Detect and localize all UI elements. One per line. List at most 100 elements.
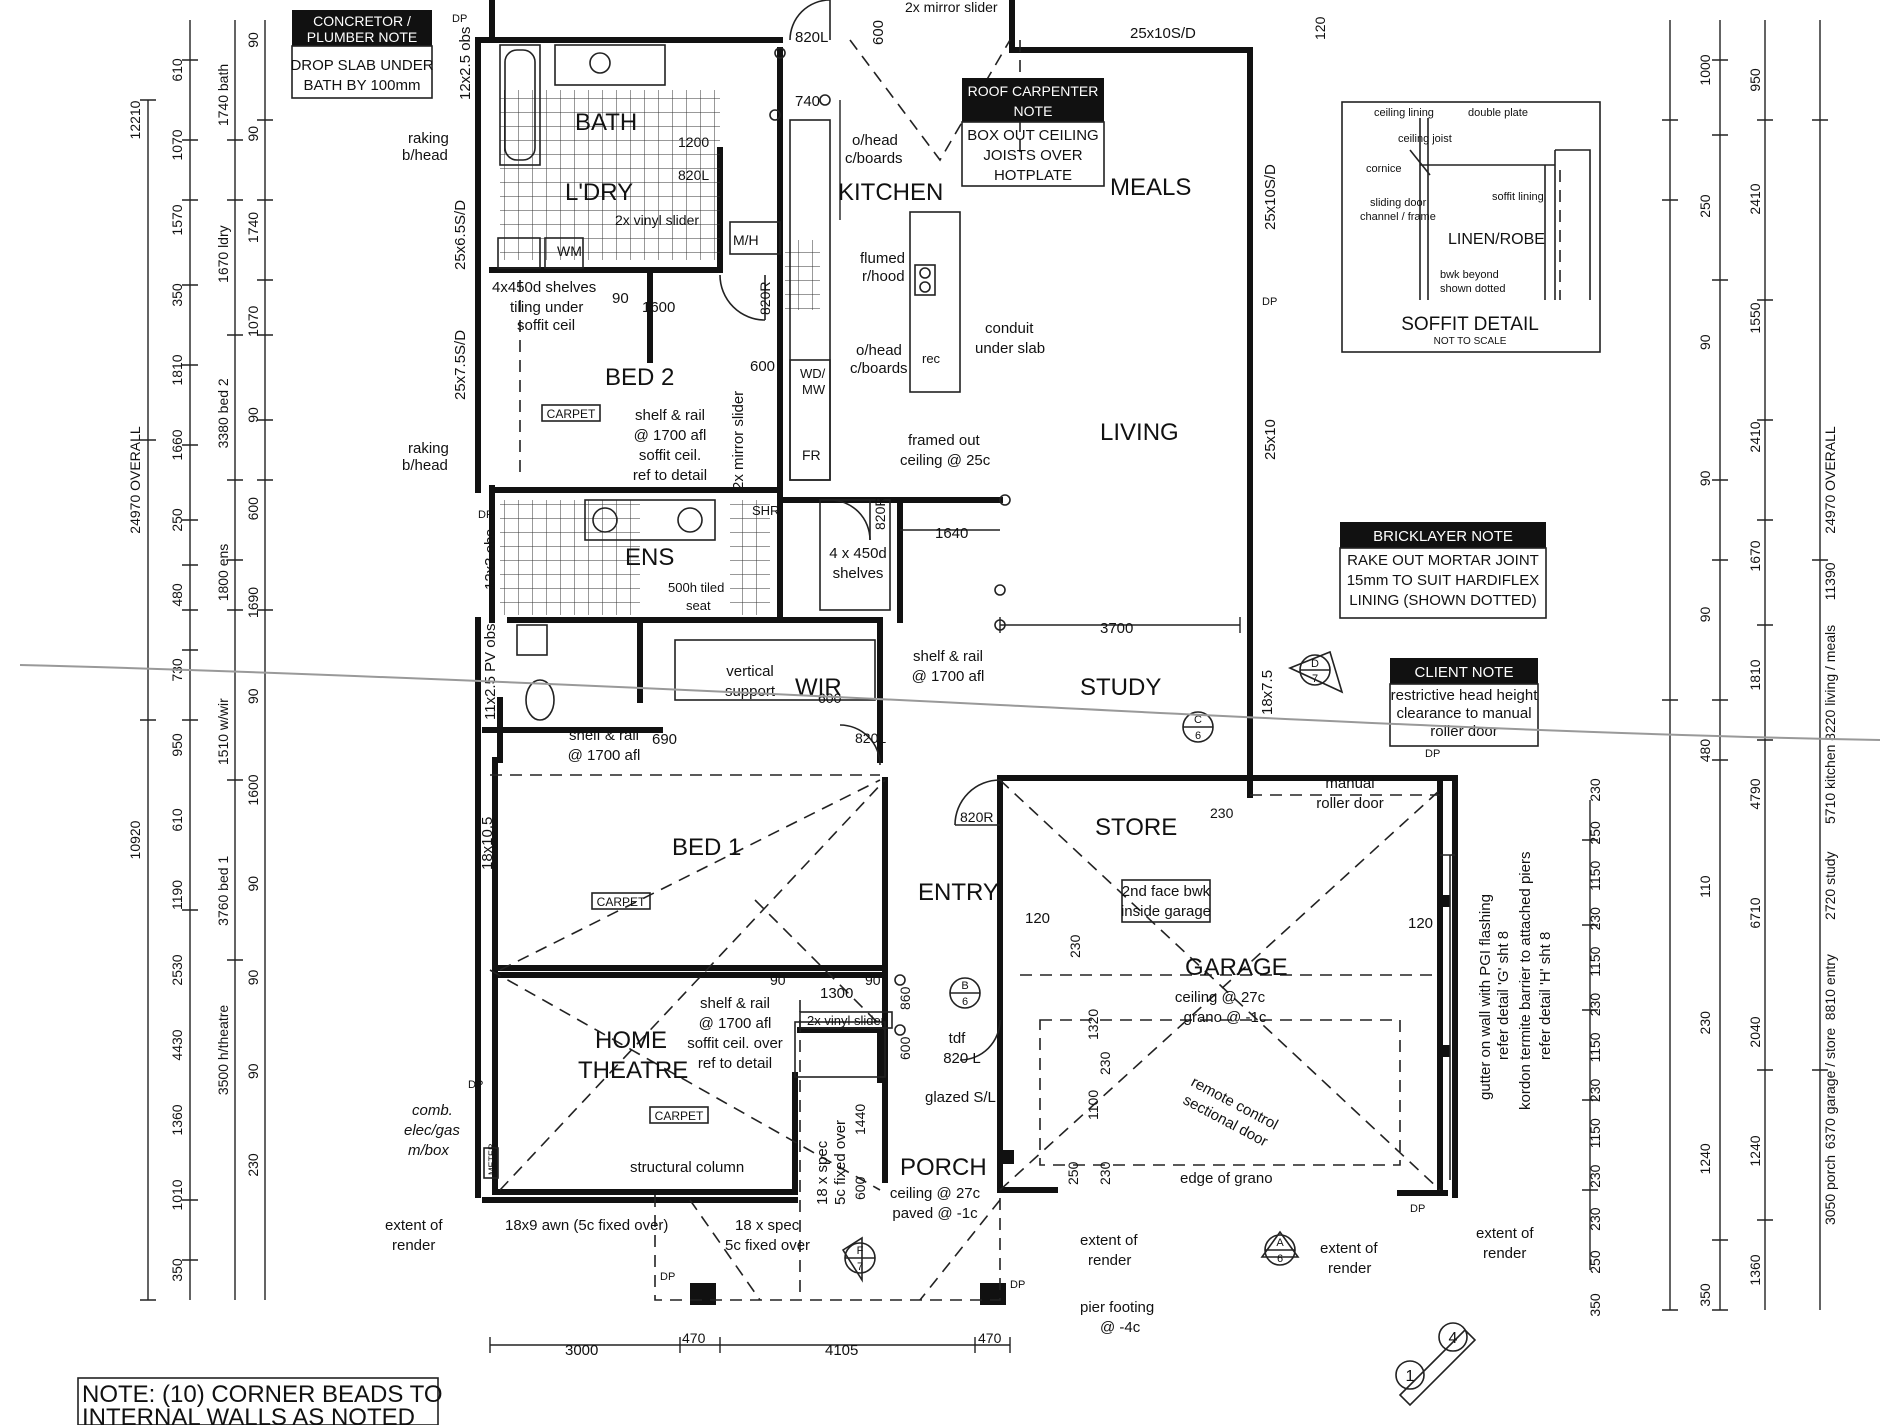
section-marker-f7: F 7 [841,1236,876,1283]
dimension-label: 1240 [1697,1143,1713,1174]
room-store: STORE [1095,814,1177,841]
concretor-note: CONCRETOR / PLUMBER NOTE DROP SLAB UNDER… [290,10,434,99]
svg-text:1600: 1600 [642,299,675,316]
wall-end-markers [769,47,1011,1036]
dimension-label: 3050 porch [1822,1155,1838,1225]
svg-text:820L: 820L [795,29,828,46]
svg-text:1: 1 [1406,1368,1415,1385]
section-marker-d7: D 7 [1287,650,1344,694]
dimension-label: 110 [1697,875,1713,898]
svg-text:raking: raking [408,440,449,457]
svg-text:7: 7 [857,1261,863,1273]
dimension-label: 350 [169,1258,185,1282]
dimension-label: 1600 [245,774,261,805]
svg-text:JOISTS OVER: JOISTS OVER [983,147,1082,164]
dimension-label: 2530 [169,954,185,985]
svg-text:o/head: o/head [852,132,898,149]
soffit-title: SOFFIT DETAIL [1401,314,1539,335]
room-theatre: THEATRE [578,1057,688,1084]
dimension-label: 1000 [1697,54,1713,85]
dimension-label: 1010 [169,1179,185,1210]
svg-text:inside garage: inside garage [1121,903,1211,920]
dimension-label: 950 [1747,68,1763,92]
svg-text:double plate: double plate [1468,107,1528,119]
svg-text:tiling under: tiling under [510,299,583,316]
svg-text:120: 120 [1025,910,1050,927]
svg-text:DP: DP [468,1079,483,1091]
svg-text:under slab: under slab [975,340,1045,357]
svg-text:470: 470 [682,1330,706,1346]
svg-text:ceiling lining: ceiling lining [1374,107,1434,119]
svg-text:render: render [1483,1245,1526,1262]
room-ens: ENS [625,544,674,571]
dimension-label: 350 [1697,1283,1713,1307]
svg-text:soffit ceil: soffit ceil [517,317,575,334]
svg-text:CARPET: CARPET [547,407,596,421]
svg-text:7: 7 [1312,673,1318,685]
dimension-label: 1570 [169,204,185,235]
dimension-label: 90 [245,32,261,48]
client-note: CLIENT NOTE restrictive head height clea… [1389,658,1539,747]
svg-text:F: F [857,1245,864,1257]
svg-text:11x2.5 PV obs: 11x2.5 PV obs [482,624,499,720]
room-home: HOME [595,1027,667,1054]
svg-text:shelf & rail: shelf & rail [700,995,770,1012]
svg-text:A: A [1276,1237,1284,1249]
svg-text:6: 6 [1195,730,1201,742]
svg-text:refer detail 'G' sht 8: refer detail 'G' sht 8 [1495,931,1512,1060]
svg-text:1300: 1300 [820,985,853,1002]
dimension-label: 1670 [1747,540,1763,571]
svg-text:restrictive head height: restrictive head height [1391,687,1539,704]
svg-text:shelf & rail: shelf & rail [635,407,705,424]
dimension-label: 1800 ens [215,544,231,602]
dimension-label: 90 [1697,334,1713,350]
svg-text:pier footing: pier footing [1080,1299,1154,1316]
dimension-label: 950 [169,733,185,757]
dimension-label: 12210 [127,100,143,139]
dimension-label: 1150 [1587,1032,1603,1062]
dimension-label: 1690 [245,587,261,618]
svg-text:support: support [725,683,776,700]
dimension-label: 1660 [169,429,185,460]
svg-text:ref to detail: ref to detail [633,467,707,484]
svg-text:18 x spec: 18 x spec [814,1140,831,1205]
svg-text:5c fixed over: 5c fixed over [832,1120,849,1205]
dimension-label: 2410 [1747,421,1763,452]
svg-text:roller door: roller door [1316,795,1384,812]
svg-text:BRICKLAYER NOTE: BRICKLAYER NOTE [1373,528,1513,545]
svg-text:tdf: tdf [949,1030,967,1047]
svg-text:ceiling @ 27c: ceiling @ 27c [1175,989,1266,1006]
dimension-label: 230 [1587,1164,1603,1188]
room-living: LIVING [1100,419,1179,446]
tiled-areas [500,90,820,615]
svg-text:3700: 3700 [1100,620,1133,637]
room-labels: BATH L'DRY KITCHEN MEALS BED 2 LIVING EN… [565,109,1288,1181]
room-ldry: L'DRY [565,179,633,206]
room-meals: MEALS [1110,174,1191,201]
roof-carpenter-note: ROOF CARPENTER NOTE BOX OUT CEILING JOIS… [961,78,1105,187]
svg-text:820L: 820L [855,730,886,746]
svg-text:2x mirror slider: 2x mirror slider [905,0,998,15]
dimension-label: 250 [169,508,185,532]
dimension-label: 1740 bath [215,64,231,126]
svg-text:cornice: cornice [1366,163,1401,175]
svg-text:shown dotted: shown dotted [1440,283,1505,295]
svg-text:PLUMBER NOTE: PLUMBER NOTE [307,29,417,45]
svg-text:channel / frame: channel / frame [1360,211,1436,223]
svg-text:NOTE: NOTE [1014,103,1053,119]
dimension-label: 2410 [1747,183,1763,214]
svg-text:@ 1700 afl: @ 1700 afl [634,427,707,444]
dimension-label: 1240 [1747,1135,1763,1166]
svg-text:soffit ceil.: soffit ceil. [639,447,701,464]
room-fr: FR [802,447,821,463]
svg-text:230: 230 [1097,1051,1113,1075]
dimension-label: 1810 [169,354,185,385]
dimension-lines [140,20,1828,1353]
svg-text:shelf & rail: shelf & rail [913,648,983,665]
svg-text:DP: DP [1425,748,1440,760]
svg-text:4: 4 [1449,1330,1458,1347]
dimension-label: 24970 OVERALL [1822,426,1838,534]
dimension-label: 8810 entry [1822,954,1838,1020]
svg-text:BOX OUT CEILING: BOX OUT CEILING [967,127,1098,144]
